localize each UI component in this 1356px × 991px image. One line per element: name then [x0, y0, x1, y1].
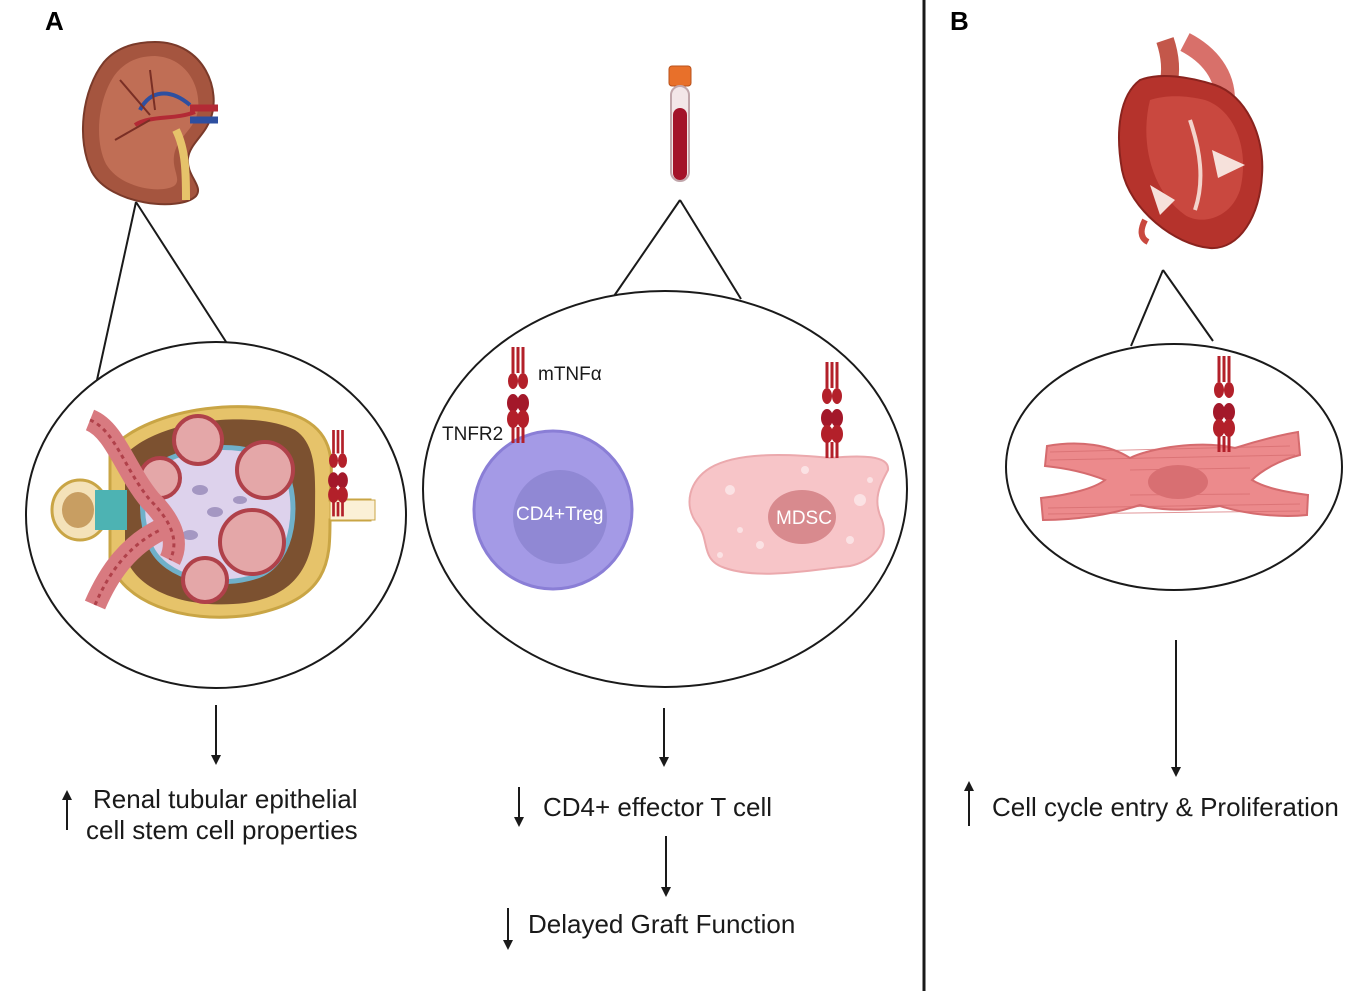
blood-zoom-line-right [679, 199, 742, 300]
mtnfa-label: mTNFα [538, 364, 602, 385]
glomerulus-illustration [50, 405, 376, 619]
treg-nucleus [513, 470, 607, 564]
heart-outcome: Cell cycle entry & Proliferation [992, 792, 1339, 822]
kidney-zoom-line-left [96, 201, 137, 381]
effector-outcome: CD4+ effector T cell [543, 792, 772, 822]
treg-label: CD4+Treg [516, 504, 603, 525]
kidney-zoom-line-right [135, 201, 231, 349]
panel-b-label: B [950, 6, 969, 36]
graft-outcome: Delayed Graft Function [528, 909, 795, 939]
heart-illustration [1118, 33, 1264, 250]
tnfr2-label: TNFR2 [442, 424, 503, 445]
blood-zoom-line-left [613, 199, 681, 297]
heart-zoom-line-left [1130, 269, 1164, 347]
heart-zoom-line-right [1162, 269, 1214, 342]
kidney-outcome-line2: cell stem cell properties [86, 815, 358, 845]
cardiomyocyte-nucleus [1148, 465, 1208, 499]
mdsc-nucleus [768, 490, 836, 544]
blood-tube-illustration [668, 65, 692, 182]
kidney-outcome-line1: Renal tubular epithelial [93, 784, 358, 814]
mdsc-granules [717, 466, 873, 558]
mdsc-label: MDSC [776, 508, 832, 529]
kidney-illustration [82, 40, 218, 206]
panel-a-label: A [45, 6, 64, 36]
